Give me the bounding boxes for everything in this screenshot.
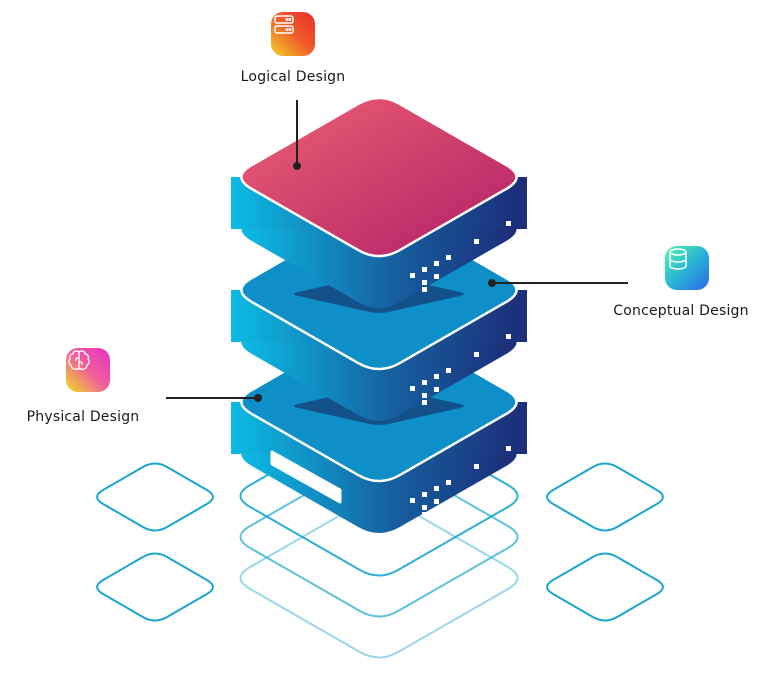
status-light <box>422 380 427 385</box>
floor-tile-outline <box>96 462 214 532</box>
status-light <box>446 368 451 373</box>
status-light <box>506 446 511 451</box>
status-light <box>422 492 427 497</box>
status-light <box>410 273 415 278</box>
status-light <box>434 387 439 392</box>
status-light <box>422 267 427 272</box>
status-light <box>422 512 427 517</box>
status-light <box>422 280 427 285</box>
logical-design-label: Logical Design <box>240 69 346 85</box>
floor-tile-outline <box>546 462 664 532</box>
status-light <box>434 374 439 379</box>
status-light <box>506 221 511 226</box>
status-light <box>410 386 415 391</box>
database-icon <box>669 248 687 270</box>
status-light <box>434 499 439 504</box>
floor-outline <box>239 497 519 659</box>
logical-design-badge <box>271 12 315 56</box>
status-light <box>422 400 427 405</box>
conceptual-connector-dot <box>488 279 496 287</box>
status-light <box>474 352 479 357</box>
status-light <box>474 239 479 244</box>
status-light <box>446 480 451 485</box>
floor-tile-outline <box>546 552 664 622</box>
status-light <box>422 393 427 398</box>
status-light <box>506 334 511 339</box>
drive-bay <box>270 450 342 504</box>
status-light <box>434 261 439 266</box>
physical-design-label: Physical Design <box>26 409 140 425</box>
floor-tile-outline <box>96 552 214 622</box>
layer-top-face <box>240 96 518 258</box>
server-layer-logical <box>231 96 527 309</box>
server-icon <box>274 15 294 34</box>
physical-design-badge <box>66 348 110 392</box>
floor-outline <box>239 456 519 618</box>
status-light <box>434 486 439 491</box>
status-light <box>446 255 451 260</box>
logical-connector-dot <box>293 162 301 170</box>
status-light <box>422 287 427 292</box>
brain-icon <box>68 350 90 370</box>
status-light <box>422 505 427 510</box>
status-light <box>410 498 415 503</box>
floor-outline <box>239 415 519 577</box>
physical-connector-dot <box>254 394 262 402</box>
status-light <box>434 274 439 279</box>
status-light <box>474 464 479 469</box>
conceptual-design-badge <box>665 246 709 290</box>
conceptual-design-label: Conceptual Design <box>613 303 749 319</box>
